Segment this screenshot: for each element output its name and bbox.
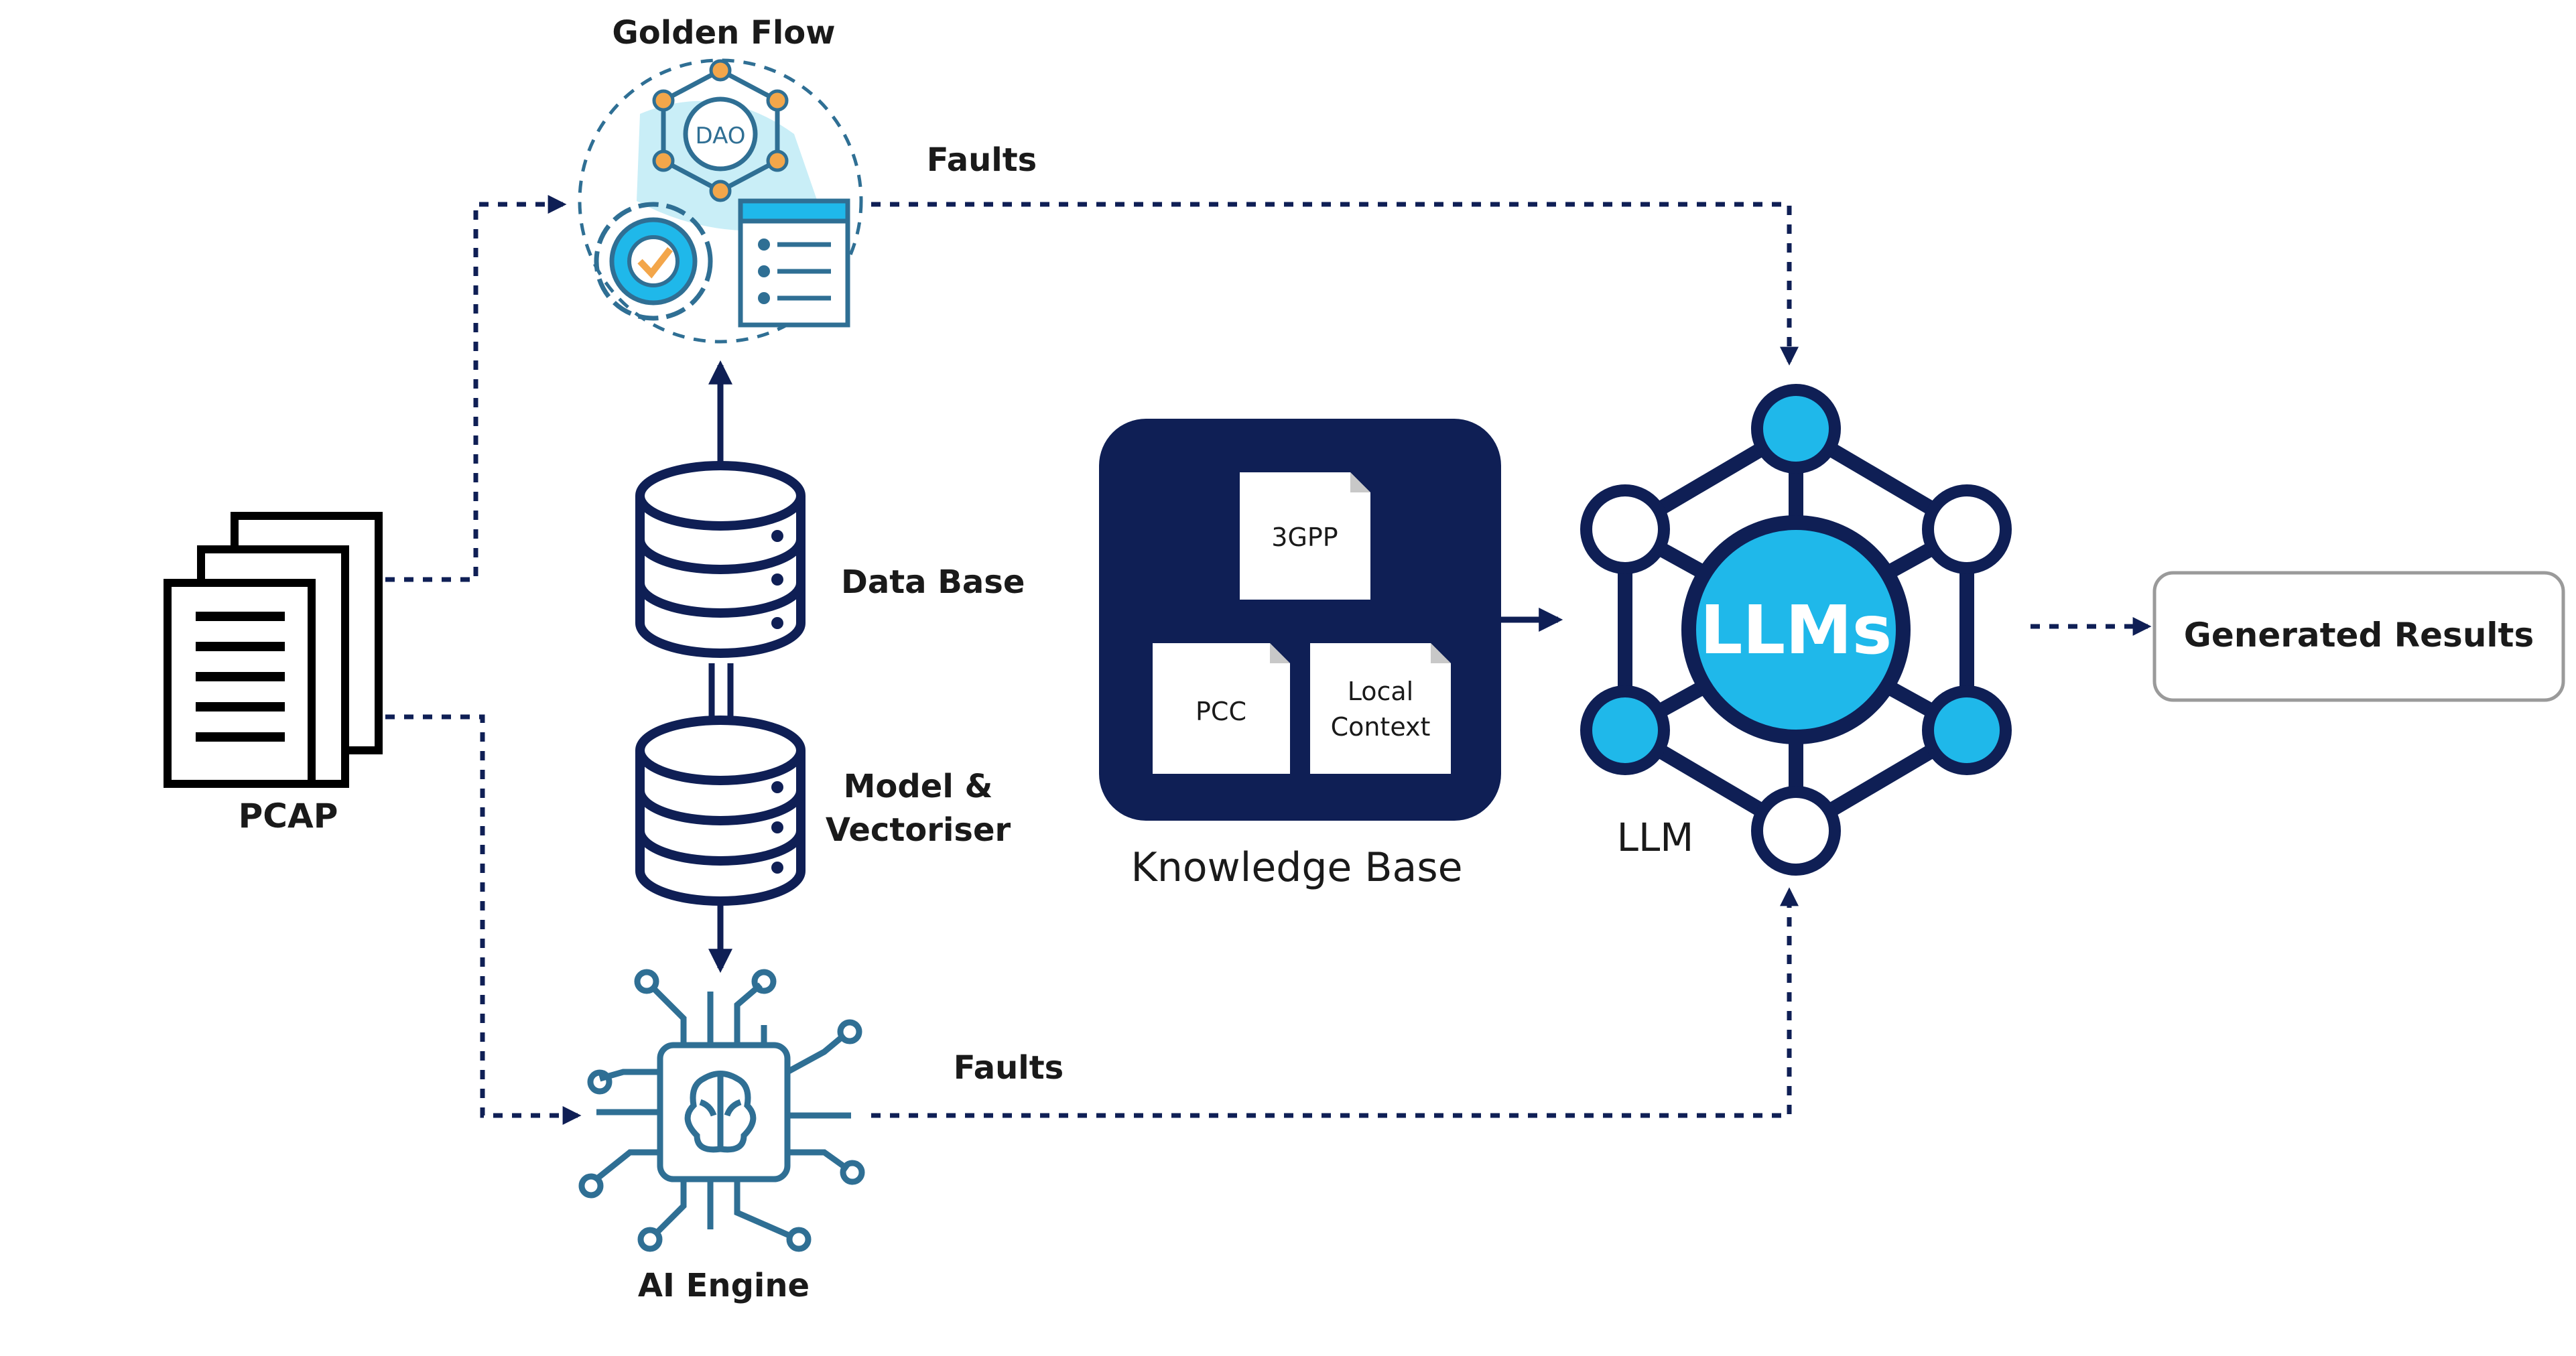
ai-engine-node: AI Engine bbox=[578, 969, 865, 1304]
connectors bbox=[385, 195, 2152, 1125]
pcap-label: PCAP bbox=[239, 797, 338, 835]
llm-node: LLMs LLM bbox=[1580, 384, 2012, 876]
pcap-to-ai-engine-connector bbox=[385, 714, 582, 1125]
golden-flow-label: Golden Flow bbox=[612, 14, 835, 52]
doc-3gpp: 3GPP bbox=[1240, 472, 1370, 600]
pcap-document-stack: PCAP bbox=[164, 512, 383, 835]
llm-hub bbox=[1681, 515, 1911, 744]
golden-flow-faults-connector bbox=[871, 202, 1799, 366]
ai-chip-icon bbox=[578, 969, 865, 1252]
document-stack-icon bbox=[164, 512, 383, 788]
llm-node-lower-right bbox=[1922, 685, 2012, 775]
doc-local-label-line2: Context bbox=[1331, 712, 1431, 742]
llm-hub-label: LLMs bbox=[1700, 591, 1892, 669]
golden-flow-node: Golden Flow DAO bbox=[578, 14, 863, 344]
llm-node-upper-left bbox=[1580, 484, 1670, 574]
llm-node-lower-left bbox=[1580, 685, 1670, 775]
golden-flow-icon: DAO bbox=[578, 58, 863, 344]
doc-local-context: Local Context bbox=[1310, 643, 1451, 774]
ai-engine-faults-connector bbox=[871, 887, 1799, 1118]
faults-label-top: Faults bbox=[927, 141, 1037, 179]
database-icon bbox=[635, 461, 806, 658]
database-node: Data Base bbox=[635, 461, 1025, 658]
doc-pcc: PCC bbox=[1153, 643, 1290, 774]
doc-local-label-line1: Local bbox=[1348, 677, 1414, 706]
vectoriser-node: Model & Vectoriser bbox=[635, 716, 1011, 906]
llm-node-top bbox=[1751, 384, 1841, 474]
ai-engine-label: AI Engine bbox=[638, 1267, 810, 1304]
model-label-line2: Vectoriser bbox=[826, 811, 1011, 849]
generated-results-node: Generated Results bbox=[2152, 571, 2565, 702]
model-label-line1: Model & bbox=[844, 768, 993, 805]
faults-label-bottom: Faults bbox=[954, 1049, 1064, 1087]
knowledge-base-label: Knowledge Base bbox=[1131, 844, 1463, 891]
llm-label: LLM bbox=[1617, 815, 1694, 860]
pcap-to-golden-flow-connector bbox=[385, 195, 567, 582]
llm-node-bottom bbox=[1751, 786, 1841, 876]
doc-3gpp-label: 3GPP bbox=[1271, 523, 1338, 552]
dao-label: DAO bbox=[695, 123, 745, 149]
doc-pcc-label: PCC bbox=[1196, 697, 1246, 726]
data-base-label: Data Base bbox=[841, 563, 1025, 601]
vector-database-icon bbox=[635, 716, 806, 906]
generated-results-label: Generated Results bbox=[2184, 616, 2534, 655]
llm-network-icon: LLMs bbox=[1580, 384, 2012, 876]
knowledge-base-node: 3GPP PCC Local Context Knowledge Base bbox=[1099, 419, 1501, 891]
llm-node-upper-right bbox=[1922, 484, 2012, 574]
generated-results-box bbox=[2152, 571, 2565, 702]
